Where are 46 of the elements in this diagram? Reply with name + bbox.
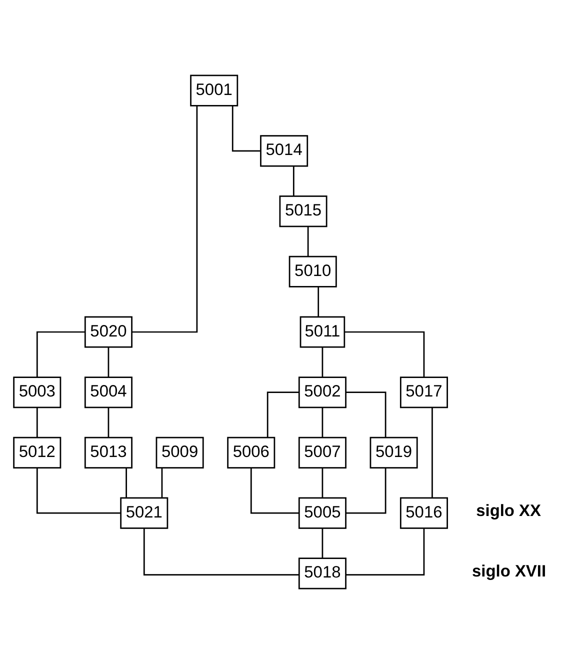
- node-box: 5002: [298, 376, 346, 408]
- connector: [318, 286, 320, 316]
- connector: [36, 407, 38, 437]
- node-box: 5020: [84, 316, 132, 348]
- node-box: 5011: [300, 316, 346, 348]
- node-box: 5015: [279, 195, 328, 227]
- node-box: 5010: [288, 255, 337, 287]
- node-box: 5016: [400, 496, 448, 528]
- connector: [307, 226, 309, 256]
- node-box: 5012: [13, 436, 62, 468]
- node-box: 5006: [227, 436, 276, 468]
- node-box: 5021: [120, 496, 168, 528]
- connector: [161, 467, 163, 498]
- connector: [250, 467, 300, 514]
- label: siglo XVII: [472, 562, 546, 580]
- connector: [322, 467, 324, 498]
- node-box: 5017: [400, 376, 448, 408]
- connector: [232, 105, 260, 152]
- connector: [322, 407, 324, 437]
- connector: [132, 105, 198, 332]
- connector: [346, 467, 386, 514]
- node-box: 5014: [260, 134, 308, 166]
- node-box: 5019: [370, 436, 418, 468]
- node-box: 5001: [190, 74, 238, 106]
- connector: [36, 467, 120, 514]
- connector: [108, 346, 110, 376]
- node-box: 5013: [84, 436, 132, 468]
- connector: [36, 330, 86, 377]
- node-box: 5003: [13, 376, 62, 408]
- connector: [322, 346, 324, 376]
- node-box: 5009: [156, 436, 204, 468]
- connector: [266, 391, 299, 437]
- connector: [143, 528, 299, 575]
- label: siglo XX: [476, 501, 542, 520]
- connector: [292, 166, 294, 196]
- node-box: 5018: [298, 557, 346, 589]
- connector: [322, 528, 324, 558]
- node-box: 5004: [84, 376, 132, 408]
- node-box: 5007: [298, 436, 346, 468]
- node-box: 5005: [298, 496, 346, 528]
- connector: [346, 391, 386, 437]
- connector: [126, 467, 127, 498]
- connector: [108, 407, 110, 437]
- connector: [346, 528, 425, 575]
- connector: [344, 330, 425, 377]
- connector: [432, 407, 433, 498]
